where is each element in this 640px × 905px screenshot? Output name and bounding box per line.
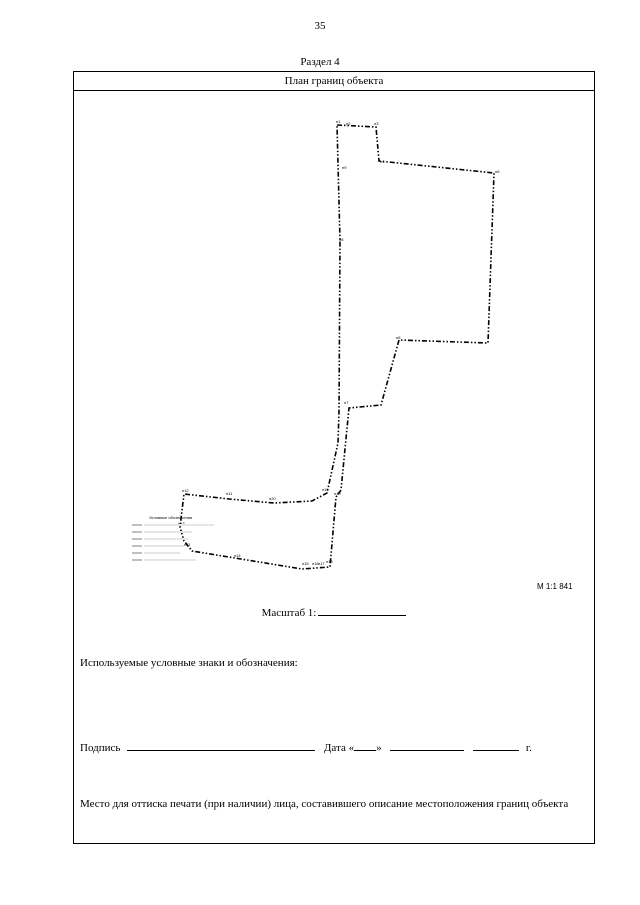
scale-row: Масштаб 1: <box>74 605 594 619</box>
boundary-polygon <box>179 124 495 570</box>
point-label: н8 <box>339 237 344 242</box>
point-label: н2 <box>346 121 351 126</box>
point-label: н4 <box>380 159 385 164</box>
date-year-blank <box>473 740 520 751</box>
plan-legend: Условные обозначения <box>132 515 214 561</box>
page-number: 35 <box>314 20 326 32</box>
point-label: н15 <box>302 561 309 566</box>
signature-blank <box>127 740 316 751</box>
point-label: н18 <box>326 559 333 564</box>
date-month-blank <box>390 740 465 751</box>
point-label: н12 <box>182 488 189 493</box>
point-label: н17 <box>318 561 325 566</box>
scale-label: Масштаб 1: <box>261 607 317 619</box>
map-scale-note: М 1:1 841 <box>537 582 573 591</box>
legend-entry-bar <box>144 552 180 554</box>
legend-label: Используемые условные знаки и обозначени… <box>80 657 298 669</box>
point-label: н1 <box>336 119 341 124</box>
stamp-note: Место для оттиска печати (при наличии) л… <box>80 798 569 810</box>
legend-entry-bar <box>144 538 188 540</box>
year-suffix: г. <box>525 742 532 754</box>
signature-row: Подпись Дата « » г. <box>80 740 580 754</box>
point-label: н5 <box>495 169 500 174</box>
point-label: н20 <box>269 496 276 501</box>
legend-entry-bar <box>144 559 196 561</box>
date-close: » <box>376 742 382 754</box>
point-label: н19 <box>334 491 341 496</box>
point-label: н11 <box>226 491 233 496</box>
date-label: Дата « <box>323 742 355 754</box>
plan-frame: План границ объекта н1 н2 н3 н4 н5 н6 н7… <box>73 71 595 844</box>
boundary-plan: н1 н2 н3 н4 н5 н6 н7 н8 н9 н10 н11 н12 н… <box>132 119 500 570</box>
plan-header: План границ объекта <box>74 72 594 91</box>
date-day-blank <box>354 740 377 751</box>
point-label: н16 <box>312 561 319 566</box>
section-title: Раздел 4 <box>300 56 340 68</box>
legend-heading: Условные обозначения <box>149 515 192 520</box>
point-label: н6 <box>396 335 401 340</box>
scale-blank <box>318 605 407 616</box>
point-label: н3 <box>374 121 379 126</box>
legend-entry-bar <box>144 531 192 533</box>
legend-entry-bar <box>144 545 184 547</box>
point-label: н21 <box>184 542 191 547</box>
signature-label: Подпись <box>80 742 121 754</box>
point-label: н10 <box>322 487 329 492</box>
point-label: н13 <box>178 521 185 526</box>
point-label: н9 <box>342 165 347 170</box>
point-label: н7 <box>344 400 349 405</box>
legend-entry-bar <box>144 524 214 526</box>
point-label: н14 <box>234 553 241 558</box>
